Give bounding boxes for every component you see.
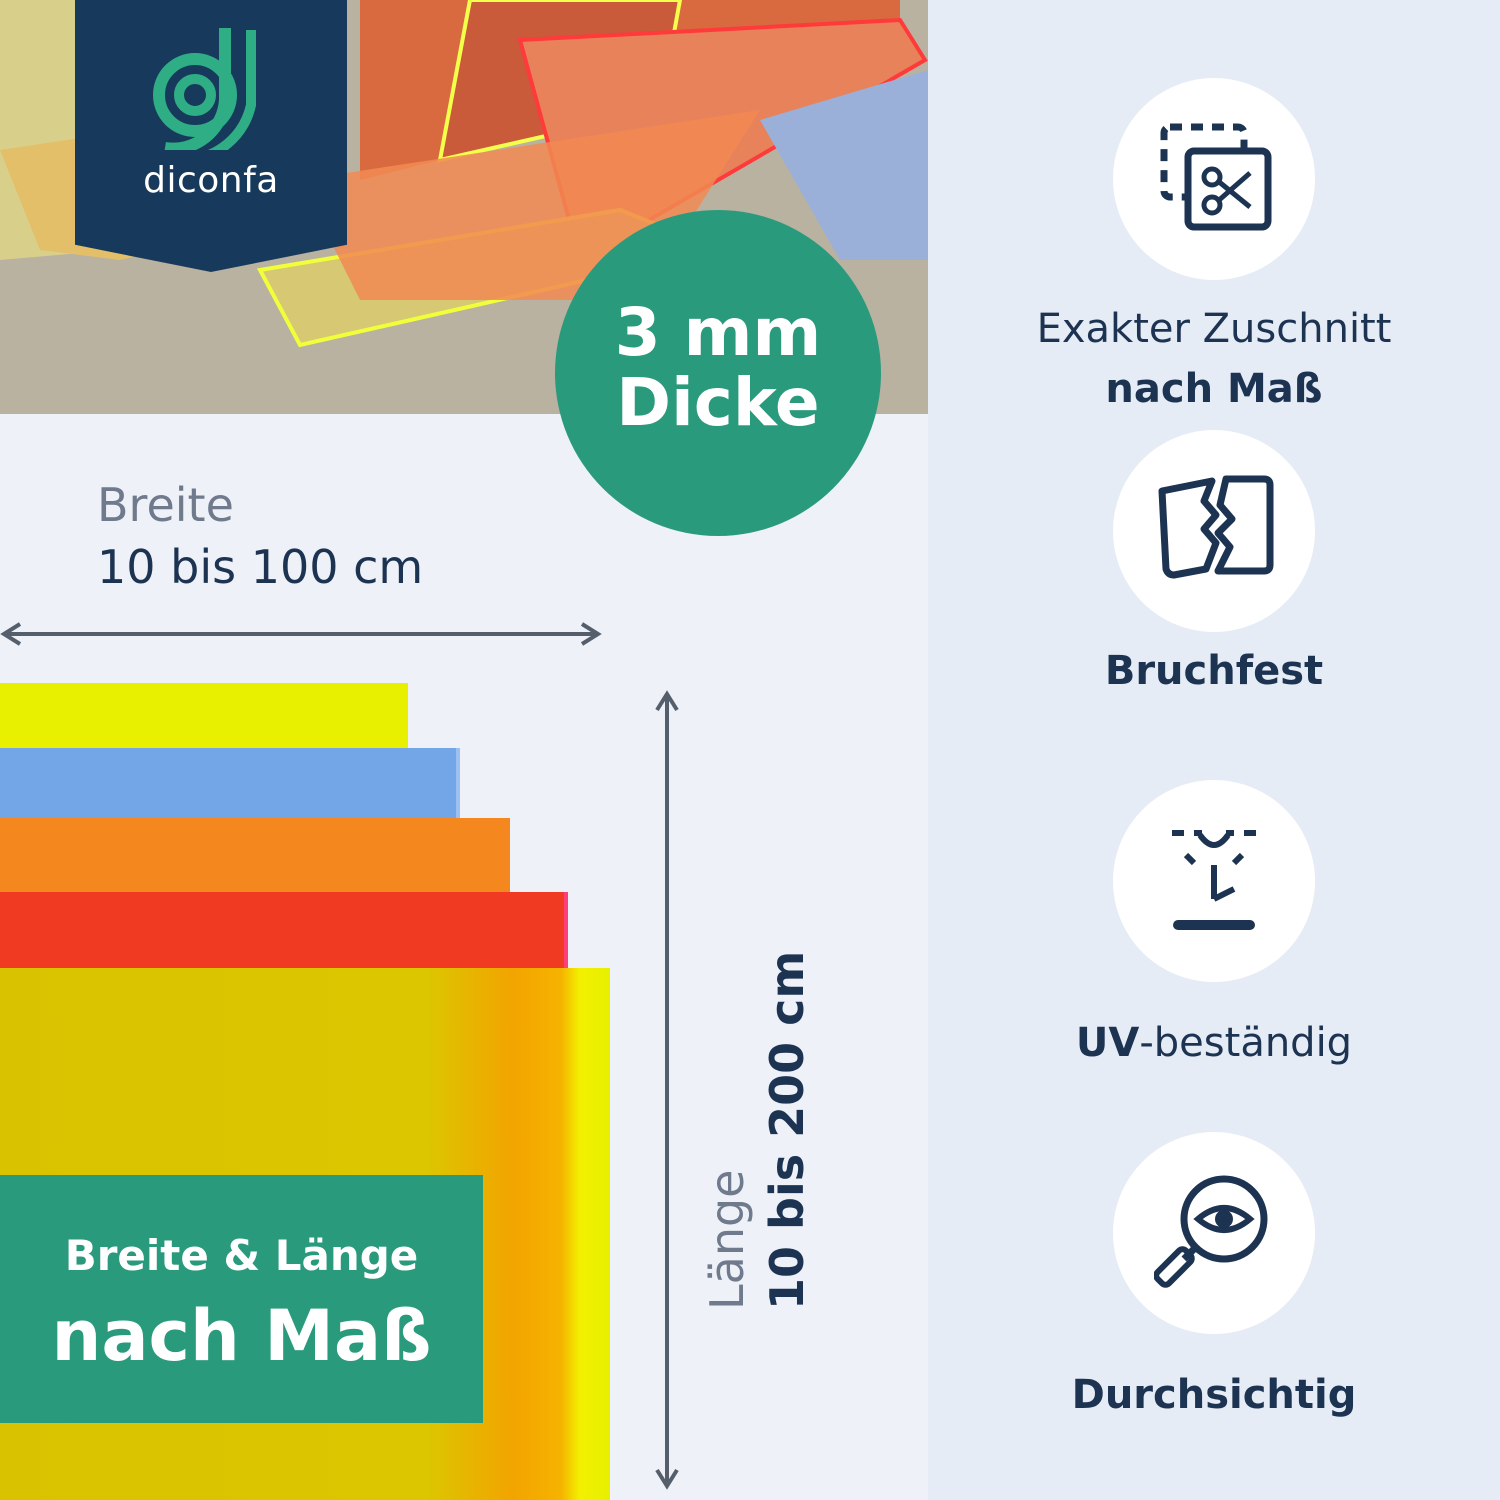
sheet-red: [0, 892, 568, 970]
length-value: 10 bis 200 cm: [760, 950, 814, 1310]
badge-line1: 3 mm: [614, 294, 822, 371]
feature-break-circle: [1113, 430, 1315, 632]
feature-cut-line2: nach Maß: [1105, 366, 1323, 412]
width-value: 10 bis 100 cm: [97, 540, 424, 594]
feature-uv-label: UV-beständig: [928, 1020, 1500, 1066]
sheet-blue: [0, 748, 460, 818]
broken-sheet-icon: [1158, 475, 1274, 579]
custom-size-box: Breite & Länge nach Maß: [0, 1175, 483, 1423]
badge-line2: Dicke: [616, 364, 820, 441]
brand-logo: diconfa: [75, 0, 347, 272]
width-arrow-icon: [0, 622, 602, 646]
thickness-badge: 3 mm Dicke: [555, 210, 881, 536]
length-arrow-icon: [655, 690, 679, 1490]
custom-size-line2: nach Maß: [51, 1295, 432, 1377]
feature-uv-label-bold: UV: [1075, 1020, 1140, 1066]
feature-break-label: Bruchfest: [1104, 648, 1324, 694]
scissors-cut-icon: [1160, 123, 1272, 231]
feature-uv-circle: [1113, 780, 1315, 982]
feature-transparent-circle: [1113, 1132, 1315, 1334]
features-panel: Exakter Zuschnitt nach Maß Bruchfest UV-…: [928, 0, 1500, 1500]
custom-size-line1: Breite & Länge: [64, 1231, 419, 1280]
left-panel: diconfa 3 mm Dicke Breite 10 bis 100 cm …: [0, 0, 928, 1500]
product-photo: diconfa: [0, 0, 928, 414]
length-label: Länge: [700, 1169, 754, 1310]
width-label: Breite: [97, 478, 234, 532]
length-spec: Länge 10 bis 200 cm: [700, 951, 814, 1310]
feature-uv-label-rest: -beständig: [1139, 1020, 1353, 1066]
uv-light-icon: [1172, 830, 1256, 930]
feature-transparent-label: Durchsichtig: [1071, 1372, 1357, 1418]
magnifier-eye-icon: [1154, 1175, 1268, 1288]
logo-mark-icon: [153, 28, 256, 150]
sheet-yellow-top: [0, 683, 408, 753]
feature-cut-circle: [1113, 78, 1315, 280]
feature-cut-line1: Exakter Zuschnitt: [1036, 306, 1392, 352]
brand-name: diconfa: [143, 160, 279, 201]
sheet-orange: [0, 818, 510, 894]
